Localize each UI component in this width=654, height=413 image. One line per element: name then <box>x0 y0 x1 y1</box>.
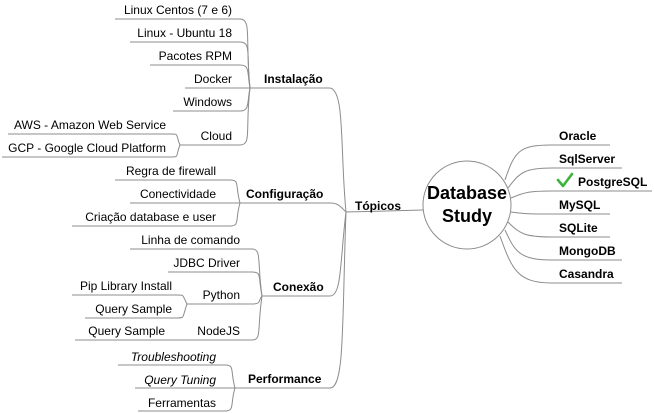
edge-configuracao-item-0 <box>229 179 241 204</box>
central-node-title-line2: Study <box>442 206 492 226</box>
edge-instalacao-cloud <box>239 87 251 146</box>
leaf-aws[interactable]: AWS - Amazon Web Service <box>14 118 166 132</box>
edge-db-oracle <box>504 144 553 181</box>
central-node-title-line1: Database <box>427 183 507 203</box>
edge-python-item-1 <box>176 303 188 319</box>
edge-topicos-configuracao <box>329 202 347 213</box>
db-mysql[interactable]: MySQL <box>559 198 600 212</box>
edge-cloud-aws <box>169 133 181 146</box>
leaf-docker[interactable]: Docker <box>194 72 232 86</box>
leaf-linux-centos[interactable]: Linux Centos (7 e 6) <box>124 3 232 17</box>
leaf-pip-library[interactable]: Pip Library Install <box>80 279 172 293</box>
leaf-python-query-sample[interactable]: Query Sample <box>95 302 172 316</box>
central-node[interactable] <box>422 160 512 250</box>
leaf-windows[interactable]: Windows <box>183 95 232 109</box>
edge-performance-item-0 <box>224 364 236 389</box>
db-mongodb[interactable]: MongoDB <box>559 244 616 258</box>
edge-db-sqlserver <box>507 167 553 189</box>
edge-topicos-instalacao <box>329 87 347 213</box>
edge-configuracao-item-2 <box>229 202 241 227</box>
leaf-linha-comando[interactable]: Linha de comando <box>141 233 240 247</box>
sub-branch-python[interactable]: Python <box>203 288 240 302</box>
check-icon <box>556 172 574 188</box>
leaf-ferramentas[interactable]: Ferramentas <box>148 396 216 410</box>
leaf-regra-firewall[interactable]: Regra de firewall <box>126 164 216 178</box>
leaf-jdbc-driver[interactable]: JDBC Driver <box>173 256 240 270</box>
leaf-troubleshooting[interactable]: Troubleshooting <box>131 350 216 364</box>
leaf-pacotes-rpm[interactable]: Pacotes RPM <box>159 49 232 63</box>
leaf-linux-ubuntu[interactable]: Linux - Ubuntu 18 <box>137 26 232 40</box>
edge-db-casandra <box>499 235 553 284</box>
edge-topicos-conexao <box>329 211 347 297</box>
edge-conexao-nodejs <box>251 295 263 341</box>
edge-db-mysql <box>510 211 553 215</box>
db-sqlite[interactable]: SQLite <box>559 221 598 235</box>
db-casandra[interactable]: Casandra <box>559 267 614 281</box>
db-oracle[interactable]: Oracle <box>559 129 597 143</box>
edge-topicos-performance <box>329 211 347 389</box>
db-sqlserver[interactable]: SqlServer <box>559 152 615 166</box>
edge-python-item-0 <box>176 294 188 305</box>
edge-center-topicos <box>345 209 424 213</box>
sub-branch-cloud[interactable]: Cloud <box>201 129 232 143</box>
branch-configuracao[interactable]: Configuração <box>246 187 323 201</box>
branch-performance[interactable]: Performance <box>248 372 322 386</box>
leaf-nodejs-query-sample[interactable]: Query Sample <box>88 324 165 338</box>
leaf-query-tuning[interactable]: Query Tuning <box>144 373 216 387</box>
edge-instalacao-item-2 <box>239 64 251 89</box>
leaf-gcp[interactable]: GCP - Google Cloud Platform <box>8 141 166 155</box>
leaf-criacao-database[interactable]: Criação database e user <box>85 210 216 224</box>
edge-db-mongodb <box>504 229 553 261</box>
leaf-conectividade[interactable]: Conectividade <box>140 187 216 201</box>
sub-branch-nodejs[interactable]: NodeJS <box>197 324 240 338</box>
branch-instalacao[interactable]: Instalação <box>264 72 323 86</box>
branch-conexao[interactable]: Conexão <box>273 280 324 294</box>
db-postgresql[interactable]: PostgreSQL <box>578 175 647 189</box>
edge-conexao-python <box>251 295 263 305</box>
topic-node-topicos[interactable]: Tópicos <box>355 199 401 213</box>
edge-cloud-gcp <box>169 144 181 158</box>
edge-db-sqlite <box>507 221 553 238</box>
edge-db-postgresql <box>510 190 553 199</box>
edge-performance-item-2 <box>224 387 236 412</box>
edge-conexao-item-1 <box>251 271 263 297</box>
